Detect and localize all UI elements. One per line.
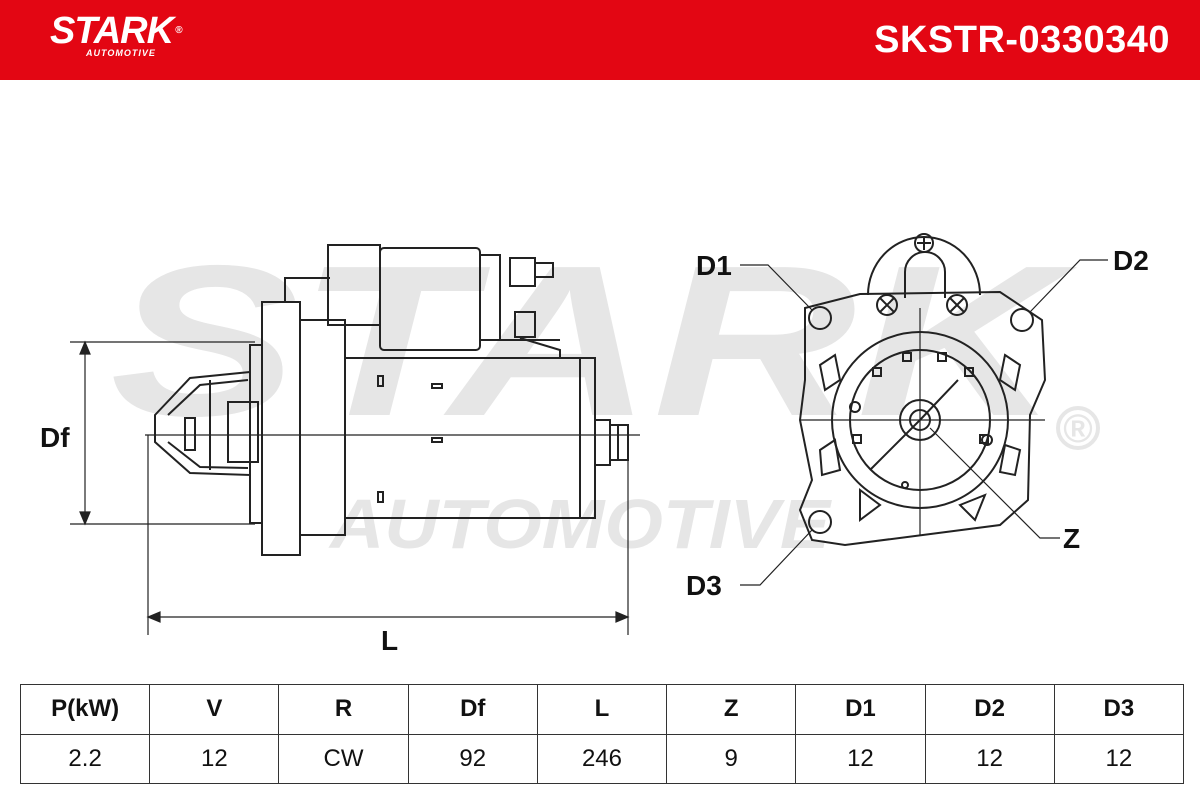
spec-value: 2.2 xyxy=(19,733,151,784)
leader-d2 xyxy=(1029,259,1108,313)
header-bar: STARK® AUTOMOTIVE SKSTR-0330340 xyxy=(0,0,1200,80)
spec-table-header-row: P(kW) V R Df L Z D1 D2 D3 xyxy=(19,684,1185,735)
brand-subtitle: AUTOMOTIVE xyxy=(86,48,156,58)
label-d1: D1 xyxy=(696,250,732,281)
spec-value: 12 xyxy=(1053,733,1185,784)
motor-housing xyxy=(344,357,596,519)
front-view xyxy=(798,233,1047,547)
pinion-gear xyxy=(184,417,196,451)
right-screw xyxy=(946,294,968,316)
hole-d3 xyxy=(808,510,832,534)
mounting-flange xyxy=(249,344,263,524)
solenoid-terminal xyxy=(509,257,536,287)
leader-d3 xyxy=(740,529,813,586)
spec-header: Z xyxy=(666,684,797,735)
technical-drawing: Df L D1 D2 D3 Z xyxy=(40,233,1149,656)
label-l: L xyxy=(381,625,398,656)
rear-end-cap xyxy=(595,419,611,466)
l-dimension xyxy=(146,435,630,635)
label-d3: D3 xyxy=(686,570,722,601)
spec-header: Df xyxy=(407,684,538,735)
left-screw xyxy=(876,294,898,316)
spec-value: 9 xyxy=(666,733,797,784)
top-screw xyxy=(914,233,934,253)
spec-header: D3 xyxy=(1053,684,1185,735)
part-number: SKSTR-0330340 xyxy=(874,19,1170,61)
spec-value: 92 xyxy=(407,733,538,784)
hole-d2 xyxy=(1010,308,1034,332)
pinion-nose xyxy=(154,370,251,477)
leader-lines xyxy=(740,259,1108,586)
label-df: Df xyxy=(40,422,70,453)
solenoid xyxy=(379,247,481,351)
spec-value: 12 xyxy=(795,733,926,784)
spec-table: P(kW) V R Df L Z D1 D2 D3 2.2 12 CW 92 2… xyxy=(19,684,1185,784)
flange-outline xyxy=(798,290,1047,547)
spec-value: 246 xyxy=(536,733,668,784)
leader-z xyxy=(929,427,1060,539)
label-z: Z xyxy=(1063,523,1080,554)
spec-header: P(kW) xyxy=(19,684,151,735)
spec-value: CW xyxy=(278,733,409,784)
spec-value: 12 xyxy=(924,733,1055,784)
label-d2: D2 xyxy=(1113,245,1149,276)
spec-header: D2 xyxy=(924,684,1055,735)
brand-logo: STARK® AUTOMOTIVE xyxy=(50,10,183,58)
spec-header: R xyxy=(278,684,409,735)
spec-header: D1 xyxy=(795,684,926,735)
spec-header: L xyxy=(536,684,668,735)
brand-registered-mark: ® xyxy=(175,25,182,36)
side-view xyxy=(154,244,629,556)
drive-housing xyxy=(261,301,301,556)
spec-table-value-row: 2.2 12 CW 92 246 9 12 12 12 xyxy=(19,733,1185,784)
spec-header: V xyxy=(149,684,280,735)
brand-name: STARK xyxy=(50,10,174,52)
spec-value: 12 xyxy=(149,733,280,784)
leader-d1 xyxy=(740,264,813,311)
hole-d1 xyxy=(808,306,832,330)
df-dimension xyxy=(70,340,255,526)
